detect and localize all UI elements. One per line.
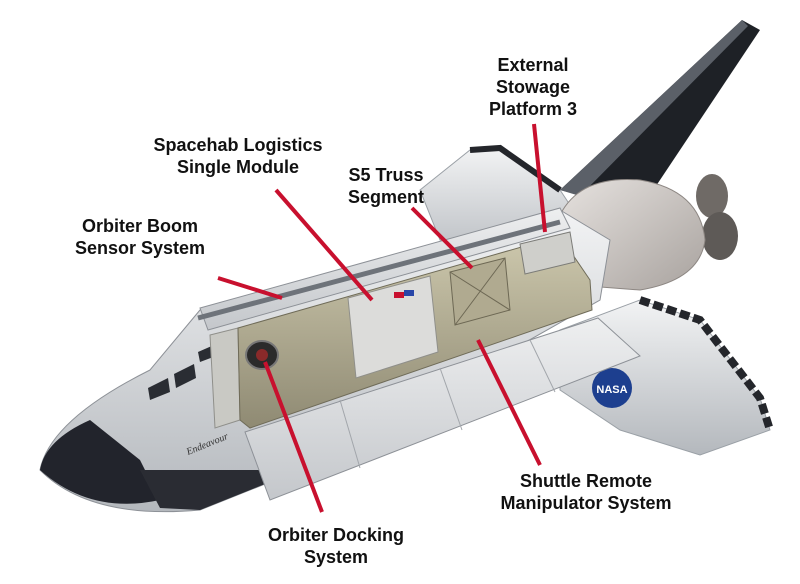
cockpit-window-2 bbox=[174, 364, 196, 388]
esp3-platform bbox=[519, 231, 576, 275]
nose-tiles bbox=[40, 420, 160, 504]
label-spacehab-line-2: Single Module bbox=[176, 157, 299, 177]
label-s5-truss: S5 Truss Segment bbox=[330, 164, 442, 208]
label-srms-line-2: Manipulator System bbox=[500, 493, 672, 513]
obss-boom bbox=[197, 219, 561, 321]
spacehab-module bbox=[347, 275, 439, 379]
engine-bell-upper bbox=[696, 174, 728, 218]
docking-system-hatch bbox=[256, 349, 268, 361]
label-esp3-line-3: Platform 3 bbox=[488, 99, 578, 119]
label-srms: Shuttle Remote Manipulator System bbox=[488, 470, 684, 514]
leader-line-spacehab bbox=[274, 188, 374, 302]
door-seam-1 bbox=[339, 399, 361, 469]
label-esp3: External Stowage Platform 3 bbox=[472, 54, 594, 120]
label-spacehab: Spacehab Logistics Single Module bbox=[140, 134, 336, 178]
label-s5-line-2: Segment bbox=[347, 187, 425, 207]
lower-wing-edge-tiles bbox=[638, 296, 774, 432]
label-srms-line-1: Shuttle Remote bbox=[519, 471, 652, 491]
label-spacehab-line-1: Spacehab Logistics bbox=[153, 135, 323, 155]
label-esp3-line-1: External bbox=[497, 55, 569, 75]
lower-hull-tiles bbox=[140, 470, 300, 510]
label-obss-line-1: Orbiter Boom bbox=[81, 216, 198, 236]
door-seam-3 bbox=[529, 339, 556, 393]
label-ods-line-2: System bbox=[303, 547, 369, 567]
door-seam-2 bbox=[439, 367, 463, 431]
leader-line-esp3 bbox=[532, 123, 547, 233]
nasa-insignia-text: NASA bbox=[596, 384, 627, 396]
leader-line-s5 bbox=[410, 206, 474, 270]
label-ods: Orbiter Docking System bbox=[246, 524, 426, 568]
label-s5-line-1: S5 Truss bbox=[348, 165, 424, 185]
spacehab-flag-red bbox=[394, 292, 404, 298]
cockpit-window-1 bbox=[148, 378, 170, 400]
label-esp3-line-2: Stowage bbox=[495, 77, 570, 97]
forward-bulkhead bbox=[209, 327, 241, 429]
label-obss-line-2: Sensor System bbox=[74, 238, 206, 258]
leader-line-ods bbox=[263, 361, 324, 513]
vertical-stabilizer-leading-edge bbox=[560, 20, 748, 196]
label-obss: Orbiter Boom Sensor System bbox=[58, 215, 222, 259]
leader-line-srms bbox=[476, 339, 542, 466]
leader-line-obss bbox=[217, 276, 283, 300]
engine-bell-lower bbox=[702, 212, 738, 260]
nasa-insignia bbox=[592, 368, 632, 408]
s5-truss-strut-2 bbox=[454, 257, 506, 326]
label-ods-line-1: Orbiter Docking bbox=[267, 525, 405, 545]
spacehab-flag-blue bbox=[404, 290, 414, 296]
